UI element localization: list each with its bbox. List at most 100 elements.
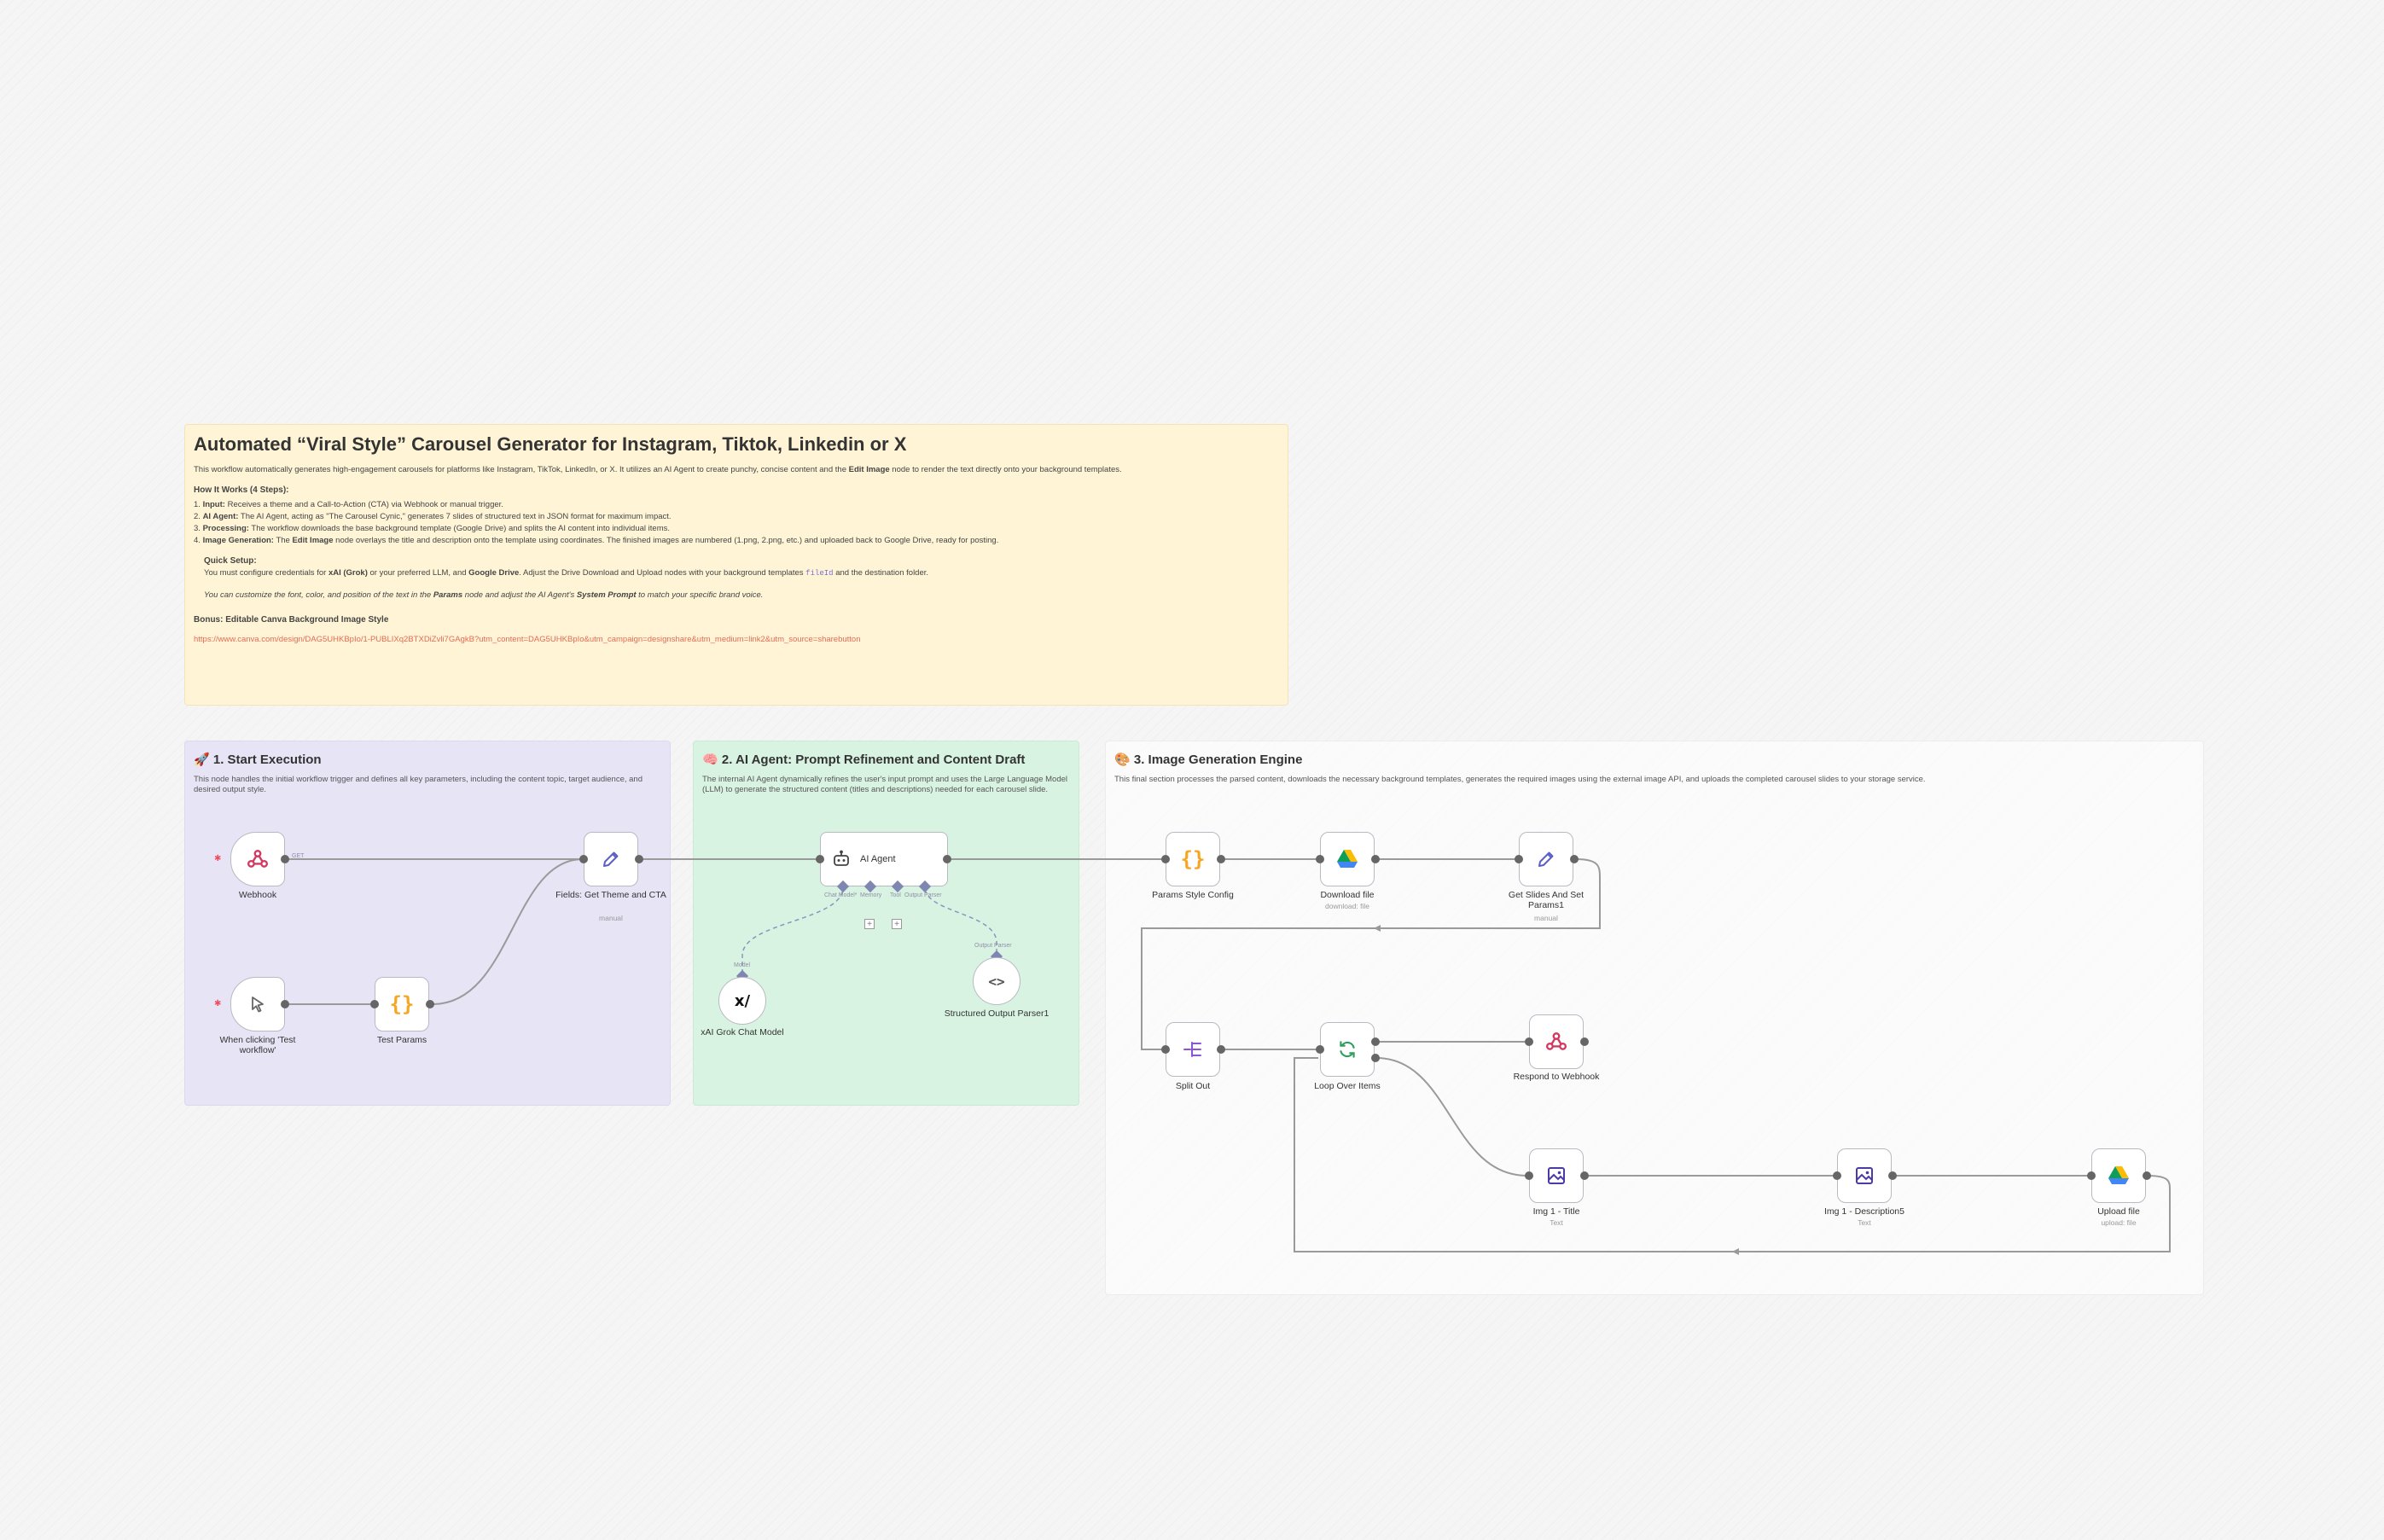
get-slides-label: Get Slides And Set Params1 — [1508, 890, 1584, 910]
download-input-port[interactable] — [1316, 855, 1324, 863]
loop-input-port[interactable] — [1316, 1045, 1324, 1054]
img-description-node[interactable] — [1837, 1148, 1892, 1203]
loop-done-port[interactable] — [1371, 1037, 1380, 1046]
upload-output-port[interactable] — [2143, 1171, 2151, 1180]
get-slides-node[interactable] — [1519, 832, 1573, 886]
download-file-label: Download file — [1320, 890, 1375, 900]
grok-chat-model-label: xAI Grok Chat Model — [701, 1027, 784, 1037]
test-params-input-port[interactable] — [370, 1000, 379, 1008]
structured-output-parser-node[interactable]: <> — [973, 957, 1020, 1005]
wire-grok-agent — [741, 886, 844, 981]
image-icon — [1548, 1167, 1565, 1184]
get-slides-output-port[interactable] — [1570, 855, 1579, 863]
step-1: 1. Input: Receives a theme and a Call-to… — [194, 500, 503, 509]
respond-to-webhook-node[interactable] — [1529, 1014, 1584, 1069]
structured-output-parser-label: Structured Output Parser1 — [944, 1008, 1050, 1019]
parser-port-label: Output Parser — [974, 943, 1012, 949]
code-braces-icon: {} — [1180, 847, 1206, 871]
upload-file-node[interactable] — [2091, 1148, 2146, 1203]
customize-text: You can customize the font, color, and p… — [204, 590, 764, 600]
params-style-input-port[interactable] — [1161, 855, 1170, 863]
memory-port-label: Memory — [860, 892, 882, 898]
add-memory-button[interactable]: + — [864, 919, 875, 929]
palette-icon: 🎨 — [1114, 753, 1131, 767]
fields-input-port[interactable] — [579, 855, 588, 863]
step-3: 3. Processing: The workflow downloads th… — [194, 524, 670, 533]
upload-file-sublabel: upload: file — [2101, 1218, 2137, 1227]
trigger-indicator-manual: ✱ — [214, 999, 222, 1008]
split-out-node[interactable] — [1166, 1022, 1220, 1077]
add-tool-button[interactable]: + — [892, 919, 902, 929]
webhook-label: Webhook — [238, 890, 277, 900]
img-title-output-port[interactable] — [1580, 1171, 1589, 1180]
ai-agent-output-port[interactable] — [943, 855, 951, 863]
img-title-node[interactable] — [1529, 1148, 1584, 1203]
sticky-note-overview[interactable]: Automated “Viral Style” Carousel Generat… — [184, 424, 1288, 706]
sticky-note-start-execution[interactable]: 🚀 1. Start Execution This node handles t… — [184, 741, 671, 1106]
download-file-sublabel: download: file — [1325, 902, 1369, 910]
split-out-output-port[interactable] — [1217, 1045, 1225, 1054]
section-title-img: 🎨 3. Image Generation Engine — [1114, 753, 1303, 767]
rocket-icon: 🚀 — [194, 753, 210, 767]
img-title-input-port[interactable] — [1525, 1171, 1533, 1180]
webhook-icon — [1545, 1032, 1567, 1050]
get-slides-input-port[interactable] — [1515, 855, 1523, 863]
ai-agent-label: AI Agent — [860, 854, 896, 864]
grok-chat-model-node[interactable]: x/ — [718, 977, 766, 1025]
cursor-click-icon — [252, 997, 264, 1013]
section-title-ai: 🧠 2. AI Agent: Prompt Refinement and Con… — [702, 753, 1026, 767]
params-style-output-port[interactable] — [1217, 855, 1225, 863]
quick-setup-heading: Quick Setup: — [204, 556, 257, 566]
google-drive-icon — [2108, 1166, 2129, 1184]
loop-over-items-node[interactable] — [1320, 1022, 1375, 1077]
wire-parser-agent — [924, 886, 997, 961]
canva-link[interactable]: https://www.canva.com/design/DAG5UHKBpIo… — [194, 635, 861, 644]
fields-output-port[interactable] — [635, 855, 643, 863]
download-output-port[interactable] — [1371, 855, 1380, 863]
test-params-output-port[interactable] — [426, 1000, 434, 1008]
ai-agent-node[interactable]: AI Agent — [820, 832, 948, 886]
loop-icon — [1340, 1041, 1355, 1058]
split-out-input-port[interactable] — [1161, 1045, 1170, 1054]
model-port-label: Model — [734, 962, 751, 968]
webhook-method-label: GET — [292, 853, 305, 859]
img-desc-input-port[interactable] — [1833, 1171, 1841, 1180]
back-arrow-1 — [1374, 925, 1381, 932]
download-file-node[interactable] — [1320, 832, 1375, 886]
code-brackets-icon: <> — [988, 973, 1005, 990]
manual-trigger-node[interactable] — [230, 977, 285, 1032]
img-description-sublabel: Text — [1858, 1218, 1871, 1227]
sticky-note-image-generation[interactable]: 🎨 3. Image Generation Engine This final … — [1105, 741, 2204, 1295]
loop-loop-port[interactable] — [1371, 1054, 1380, 1062]
manual-output-port[interactable] — [281, 1000, 289, 1008]
steps-list: 1. Input: Receives a theme and a Call-to… — [194, 499, 1279, 547]
ai-agent-input-port[interactable] — [816, 855, 824, 863]
trigger-indicator-webhook: ✱ — [214, 854, 222, 863]
bonus-heading: Bonus: Editable Canva Background Image S… — [194, 615, 389, 625]
fields-node[interactable] — [584, 832, 638, 886]
img-title-sublabel: Text — [1550, 1218, 1563, 1227]
test-params-label: Test Params — [376, 1035, 427, 1045]
webhook-output-port[interactable] — [281, 855, 289, 863]
wire-loop-imgtitle — [1375, 1057, 1528, 1177]
file-id-code: fileId — [805, 569, 834, 578]
back-arrow-2 — [1732, 1248, 1739, 1255]
params-style-config-node[interactable]: {} — [1166, 832, 1220, 886]
webhook-icon — [247, 850, 269, 868]
tool-port-label: Tool — [890, 892, 901, 898]
webhook-node[interactable] — [230, 832, 285, 886]
respond-output-port[interactable] — [1580, 1037, 1589, 1046]
wire-upload-loop — [1294, 1057, 2171, 1252]
test-params-node[interactable]: {} — [375, 977, 429, 1032]
respond-input-port[interactable] — [1525, 1037, 1533, 1046]
fields-sublabel: manual — [599, 914, 623, 922]
workflow-title: Automated “Viral Style” Carousel Generat… — [194, 433, 907, 455]
upload-input-port[interactable] — [2087, 1171, 2096, 1180]
sticky-note-ai-agent[interactable]: 🧠 2. AI Agent: Prompt Refinement and Con… — [693, 741, 1079, 1106]
quick-setup-block: Quick Setup: You must configure credenti… — [194, 555, 1279, 601]
img-desc-output-port[interactable] — [1888, 1171, 1897, 1180]
output-parser-port-label: Output Parser — [904, 892, 942, 898]
wire-testparams-fields — [432, 858, 584, 1005]
intro-text: This workflow automatically generates hi… — [194, 465, 1122, 474]
